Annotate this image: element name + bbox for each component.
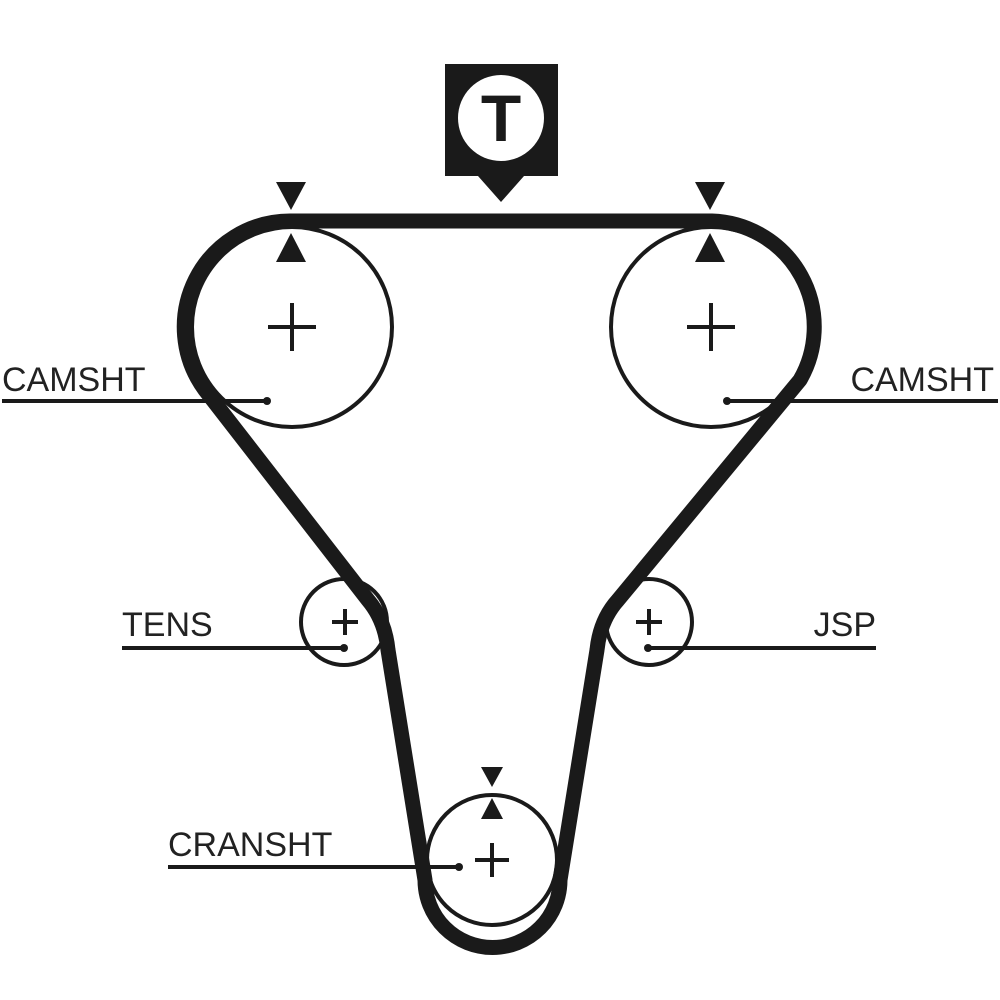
jackshaft-leader-dot (644, 644, 652, 652)
camshaft-right-center-icon (687, 303, 735, 351)
tension-badge-icon: T (445, 64, 558, 202)
tension-badge-letter: T (481, 81, 521, 155)
camshaft-right-leader-dot (723, 397, 731, 405)
tensioner-leader-dot (340, 644, 348, 652)
timing-mark-left-icon (276, 182, 306, 262)
timing-mark-right-icon (695, 182, 725, 262)
camshaft-left-leader-dot (263, 397, 271, 405)
tensioner-label: TENS (122, 606, 213, 644)
camshaft-left-center-icon (268, 303, 316, 351)
camshaft-left-label: CAMSHT (2, 361, 146, 399)
jackshaft-center-icon (636, 609, 662, 635)
timing-mark-crank-icon (481, 767, 503, 819)
tensioner-center-icon (332, 609, 358, 635)
crankshaft-label: CRANSHT (168, 826, 332, 864)
timing-belt (176, 213, 822, 955)
camshaft-right-label: CAMSHT (850, 361, 994, 399)
crankshaft-center-icon (475, 843, 509, 877)
jackshaft-label: JSP (814, 606, 876, 644)
crankshaft-leader-dot (455, 863, 463, 871)
